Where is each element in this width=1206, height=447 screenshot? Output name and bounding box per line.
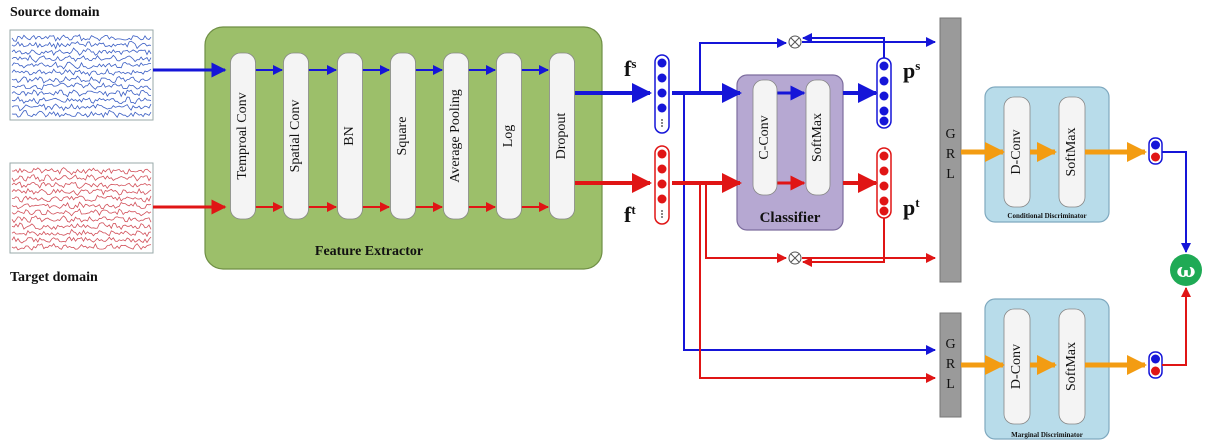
conditional-output-vector (1149, 138, 1162, 164)
vector-dot (658, 74, 667, 83)
grl-letter: R (946, 147, 956, 162)
omega-symbol: ω (1176, 258, 1195, 282)
target-prediction-vector (877, 148, 891, 218)
target-eeg-signal (10, 163, 153, 253)
ellipsis-dot (661, 125, 663, 127)
fe-layer-spatial-conv-label: Spatial Conv (288, 100, 303, 173)
classifier-layer-c-conv-label: C-Conv (757, 115, 772, 159)
vector-dot (658, 195, 667, 204)
multiply-node-target (789, 252, 801, 264)
vector-dot (880, 182, 889, 191)
vector-dot (880, 107, 889, 116)
feature-extractor-title: Feature Extractor (315, 244, 423, 259)
classifier-layer-softmax: SoftMax (806, 80, 830, 195)
vector-dot (880, 207, 889, 216)
vector-dot (880, 77, 889, 86)
grl-letter: L (946, 377, 955, 392)
target-prediction-label: pt (903, 195, 920, 220)
vector-dot (658, 89, 667, 98)
marginal-to-omega-line (1162, 288, 1186, 365)
md-layers-d-conv-label: D-Conv (1009, 344, 1024, 389)
grl-conditional: GRL (940, 18, 961, 282)
grl-letter: R (946, 357, 956, 372)
vector-dot (658, 165, 667, 174)
grl-letter: L (946, 167, 955, 182)
cd-layers-softmax-label: SoftMax (1064, 128, 1079, 177)
md-layers-softmax: SoftMax (1059, 309, 1085, 424)
vector-dot (880, 92, 889, 101)
grl-letter: G (945, 127, 955, 142)
vector-dot (880, 62, 889, 71)
fe-layer-bn: BN (338, 53, 363, 219)
source-prediction-vector (877, 58, 891, 128)
cd-layers-d-conv-label: D-Conv (1009, 129, 1024, 174)
cd-layers-d-conv: D-Conv (1004, 97, 1030, 207)
fe-layer-square-label: Square (395, 117, 410, 156)
target-feature-label: ft (624, 202, 636, 227)
target-feature-vector (655, 146, 669, 224)
vector-dot (658, 59, 667, 68)
md-layers-softmax-label: SoftMax (1064, 342, 1079, 391)
ellipsis-dot (661, 119, 663, 121)
vector-dot (658, 150, 667, 159)
vector-dot (658, 180, 667, 189)
ellipsis-dot (661, 210, 663, 212)
fe-layer-square: Square (391, 53, 416, 219)
ellipsis-dot (661, 122, 663, 124)
fe-layer-dropout-label: Dropout (554, 113, 569, 160)
conditional-to-omega-line (1162, 152, 1186, 252)
fe-layer-dropout: Dropout (550, 53, 575, 219)
md-layers-d-conv: D-Conv (1004, 309, 1030, 424)
fe-layer-average-pooling-label: Average Pooling (448, 89, 463, 182)
marginal-output-vector (1149, 352, 1162, 378)
grl-marginal: GRL (940, 313, 961, 417)
cd-layers-softmax: SoftMax (1059, 97, 1085, 207)
fe-layer-bn-label: BN (342, 126, 357, 145)
conditional-discriminator-title: Conditional Discriminator (1007, 212, 1086, 220)
vector-dot (880, 167, 889, 176)
vector-dot (880, 117, 889, 126)
grl-letter: G (945, 337, 955, 352)
source-prediction-label: ps (903, 58, 920, 83)
fe-layer-spatial-conv: Spatial Conv (284, 53, 309, 219)
fe-layer-temproal-conv-label: Temproal Conv (235, 92, 250, 179)
vector-dot (880, 152, 889, 161)
vector-dot (658, 104, 667, 113)
source-eeg-signal (10, 30, 153, 120)
target-domain-label: Target domain (10, 270, 98, 285)
classifier-layer-c-conv: C-Conv (753, 80, 777, 195)
vector-dot (880, 197, 889, 206)
fe-layer-log: Log (497, 53, 522, 219)
classifier-title: Classifier (760, 210, 821, 226)
source-feature-label: fs (624, 56, 636, 81)
multiply-node-source (789, 36, 801, 48)
marginal-discriminator-title: Marginal Discriminator (1011, 431, 1083, 439)
ellipsis-dot (661, 213, 663, 215)
source-feature-vector (655, 55, 669, 133)
fe-layer-log-label: Log (501, 125, 516, 148)
classifier-layer-softmax-label: SoftMax (810, 113, 825, 162)
fe-layer-temproal-conv: Temproal Conv (231, 53, 256, 219)
fe-layer-average-pooling: Average Pooling (444, 53, 469, 219)
source-domain-label: Source domain (10, 5, 100, 20)
ellipsis-dot (661, 216, 663, 218)
